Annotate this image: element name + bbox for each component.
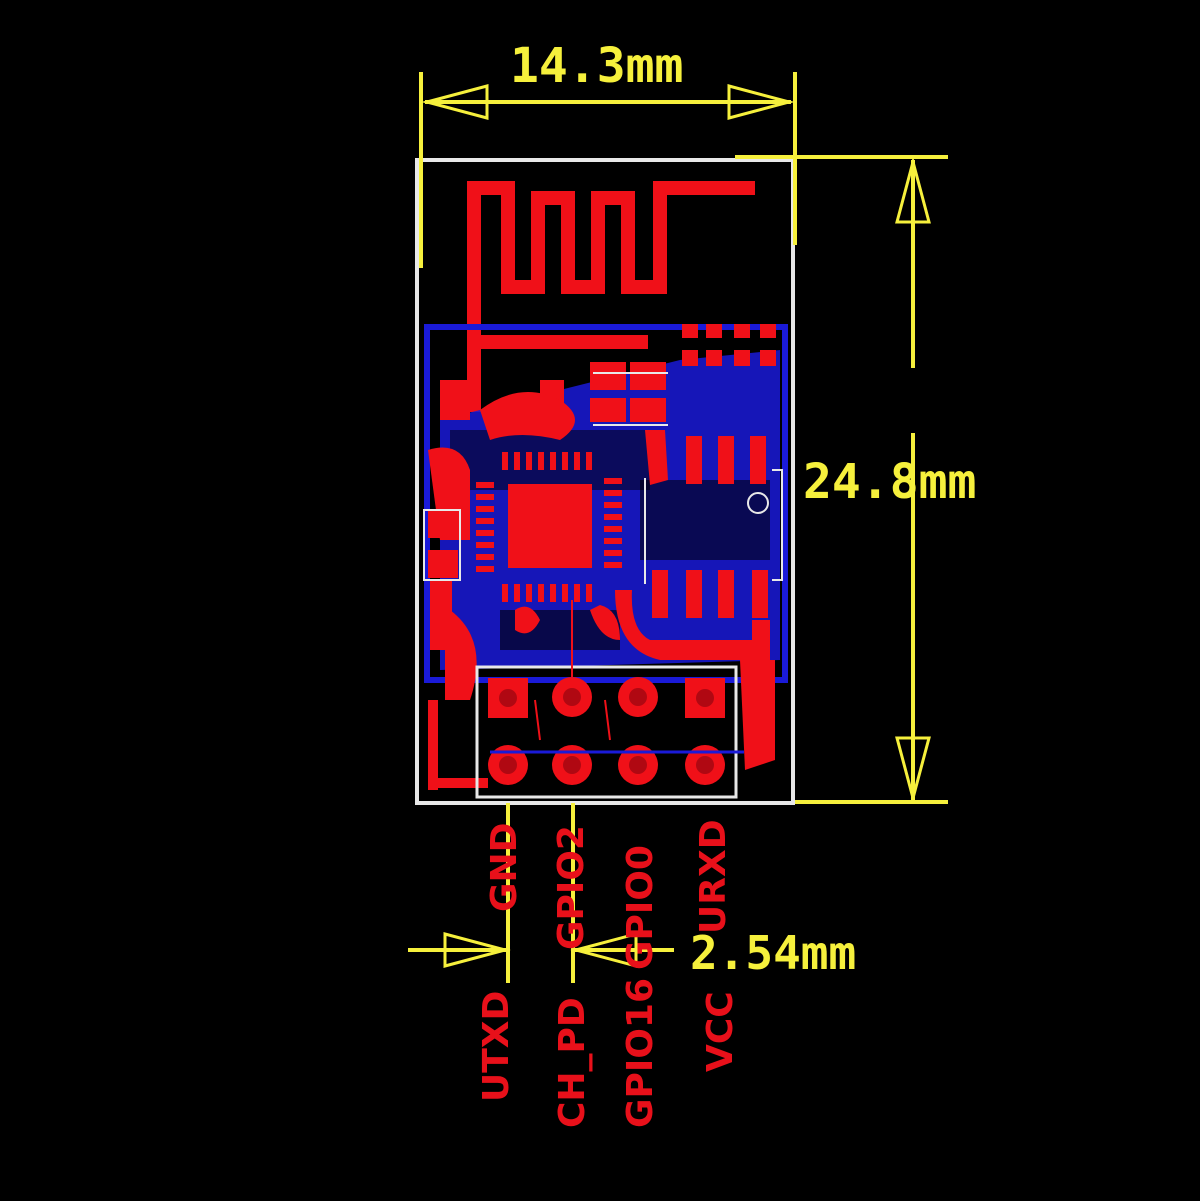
antenna-trace — [440, 181, 755, 412]
silkscreen — [423, 372, 783, 584]
pin-label-gpio2: GPIO2 — [551, 825, 592, 950]
chip-center-pad — [508, 484, 592, 568]
pitch-dimension — [408, 803, 674, 983]
pin-label-utxd: UTXD — [476, 990, 517, 1102]
flash-chip-pads — [652, 436, 768, 618]
board-outline — [415, 158, 795, 805]
pin-label-gpio16: GPIO16 — [620, 977, 661, 1128]
pitch-dimension-label: 2.54mm — [690, 926, 857, 980]
height-dimension — [795, 155, 948, 804]
pin-header — [475, 600, 744, 799]
chip-pins-bottom — [502, 584, 592, 602]
pin-label-ch-pd: CH_PD — [552, 997, 593, 1128]
pin-label-vcc: VCC — [700, 991, 741, 1072]
chip-pins-top — [502, 452, 592, 470]
chip-pins-left — [476, 482, 494, 572]
pin-label-gpio0: GPIO0 — [620, 845, 661, 970]
top-copper-layer — [428, 324, 776, 790]
pin-label-gnd: GND — [484, 822, 525, 912]
pin-label-urxd: URXD — [693, 819, 734, 934]
chip-pins-right — [604, 478, 622, 568]
height-dimension-label: 24.8mm — [803, 454, 977, 510]
width-dimension-label: 14.3mm — [510, 38, 684, 94]
width-dimension — [419, 72, 797, 268]
